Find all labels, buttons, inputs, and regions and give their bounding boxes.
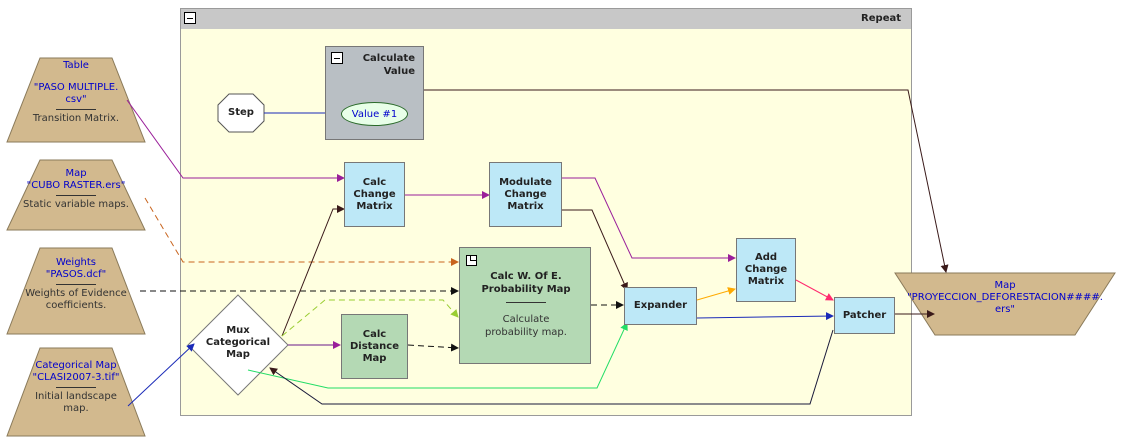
map-description: Static variable maps. (23, 199, 129, 210)
edge-calculate-to-output (424, 89, 949, 273)
repeat-header: Repeat (181, 9, 911, 29)
categorical-input-node[interactable]: Categorical Map "CLASI2007-3.tif" Initia… (17, 360, 135, 415)
mux-categorical-shape (187, 294, 289, 396)
weights-value: "PASOS.dcf" (45, 269, 107, 280)
step-shape (217, 93, 265, 133)
edge-mux-to-woe (281, 299, 459, 337)
calc-woe-description: Calculate probability map. (485, 314, 567, 338)
output-map-node[interactable]: Map "PROYECCION_DEFORESTACION####. ers" (900, 280, 1110, 316)
edge-patcher-to-mux (269, 329, 834, 405)
categorical-input-shape (6, 347, 146, 437)
repeat-label: Repeat (861, 13, 901, 24)
calc-distance-map-node[interactable]: Calc Distance Map (341, 314, 408, 379)
weights-input-shape (6, 247, 146, 335)
categorical-separator (56, 387, 96, 388)
output-type-label: Map (994, 280, 1016, 291)
weights-type-label: Weights (55, 257, 97, 268)
edge-modulate-to-add (562, 177, 736, 262)
mux-categorical-node[interactable]: Mux Categorical Map (205, 325, 271, 360)
calc-woe-separator (506, 302, 546, 303)
output-value: "PROYECCION_DEFORESTACION####. ers" (907, 292, 1103, 315)
add-change-matrix-node[interactable]: Add Change Matrix (736, 238, 796, 302)
edge-expander-to-patcher (696, 312, 834, 321)
edge-mux-to-calc-change (281, 205, 345, 337)
table-input-shape (6, 57, 146, 143)
table-description: Transition Matrix. (32, 113, 120, 124)
edge-modulate-to-expander (562, 209, 628, 291)
table-input-node[interactable]: Table "PASO MULTIPLE. csv" Transition Ma… (17, 60, 135, 125)
patcher-node[interactable]: Patcher (834, 297, 895, 334)
collapse-icon[interactable] (331, 52, 343, 64)
edge-distance-to-woe (407, 343, 459, 352)
calc-woe-label: Calc W. Of E. Probability Map (481, 271, 571, 295)
weights-input-node[interactable]: Weights "PASOS.dcf" Weights of Evidence … (17, 257, 135, 312)
expand-icon[interactable] (466, 255, 477, 266)
map-type-label: Map (65, 168, 87, 179)
edge-categorical-to-mux (127, 343, 195, 407)
table-value: "PASO MULTIPLE. csv" (33, 82, 119, 105)
categorical-value: "CLASI2007-3.tif" (32, 372, 120, 383)
edge-expander-to-add (696, 287, 736, 301)
collapse-icon[interactable] (184, 12, 196, 24)
edge-table-to-calc-change (126, 99, 345, 182)
weights-description: Weights of Evidence coefficients. (25, 288, 127, 311)
edge-map-to-woe (144, 197, 459, 266)
calculate-value-node[interactable]: Calculate Value Value #1 (325, 46, 424, 140)
categorical-description: Initial landscape map. (35, 391, 117, 414)
calculate-value-label: Calculate Value (362, 53, 415, 77)
expander-node[interactable]: Expander (624, 287, 697, 325)
categorical-type-label: Categorical Map (35, 360, 117, 371)
calc-change-matrix-node[interactable]: Calc Change Matrix (344, 162, 405, 227)
table-separator (56, 109, 96, 110)
map-input-node[interactable]: Map "CUBO RASTER.ers" Static variable ma… (17, 168, 135, 211)
calc-woe-probability-map-node[interactable]: Calc W. Of E. Probability Map Calculate … (459, 247, 591, 364)
map-separator (56, 195, 96, 196)
edge-add-to-patcher (795, 279, 834, 301)
step-node[interactable]: Step (228, 107, 254, 118)
weights-separator (56, 284, 96, 285)
edge-mux-to-expander (247, 322, 628, 389)
value-output-port[interactable]: Value #1 (341, 102, 408, 126)
table-type-label: Table (63, 60, 89, 71)
map-value: "CUBO RASTER.ers" (26, 180, 126, 191)
modulate-change-matrix-node[interactable]: Modulate Change Matrix (489, 162, 562, 227)
